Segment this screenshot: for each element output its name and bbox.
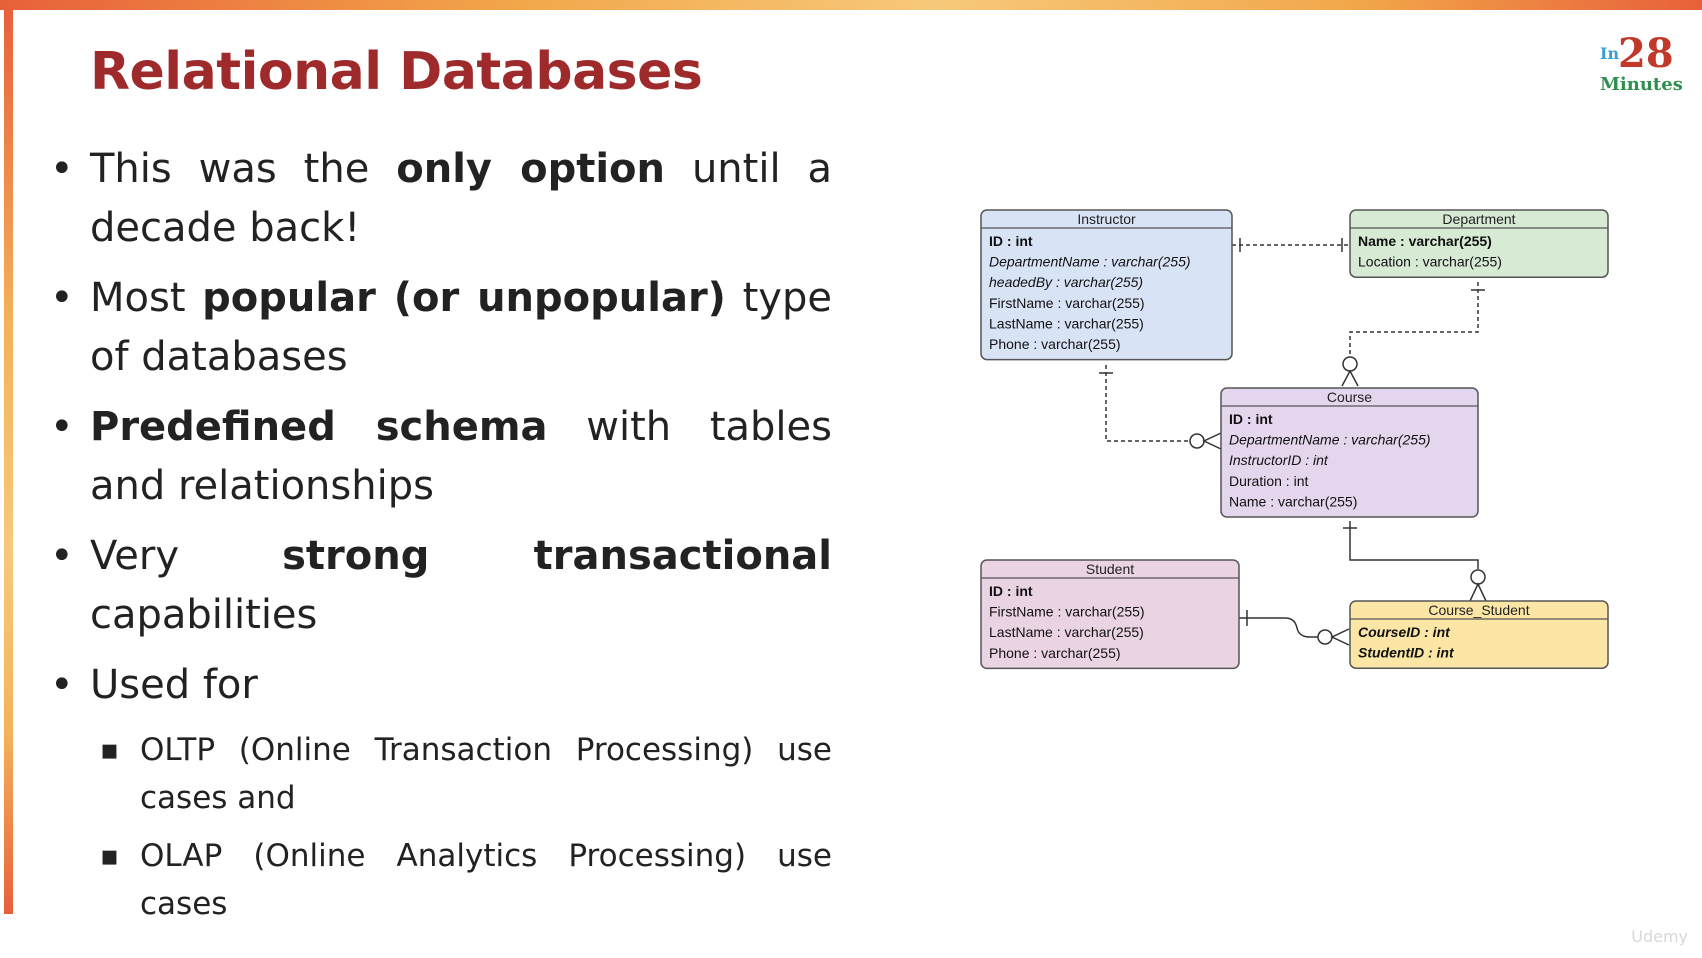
rel-course-coursestudent-crowfoot [1469, 582, 1487, 602]
entity-field: FirstName : varchar(255) [989, 295, 1145, 311]
entity-box [980, 559, 1240, 670]
entity-field: ID : int [989, 233, 1033, 249]
entity-field: LastName : varchar(255) [989, 624, 1144, 640]
entity-box [1349, 600, 1609, 669]
rel-student-coursestudent-crowfoot [1330, 628, 1350, 646]
bullet-bold-text: popular (or unpopular) [202, 275, 726, 321]
entity-field: StudentID : int [1358, 645, 1455, 661]
rel-department-course-line [1349, 282, 1479, 356]
bullet-item: Very strong transactional capabilities [50, 527, 832, 645]
bullet-text: Used for [90, 662, 258, 708]
entity-field: headedBy : varchar(255) [989, 274, 1143, 290]
rel-instructor-course-crowfoot [1202, 432, 1222, 450]
bullet-text: This was the [90, 146, 397, 192]
bullet-text: until a decade back! [90, 146, 832, 251]
bullet-bold-text: Predefined schema [90, 404, 548, 450]
rel-instructor-course-circle [1189, 433, 1205, 449]
entity-department: DepartmentName : varchar(255) Location : … [1349, 209, 1609, 278]
rel-instructor-course-line [1105, 365, 1189, 442]
bullet-bold-text: strong transactional [282, 533, 832, 579]
entity-box [1349, 209, 1609, 278]
logo-in-text: In [1600, 44, 1620, 63]
entity-field: LastName : varchar(255) [989, 315, 1144, 331]
bullet-text: type of databases [90, 275, 832, 380]
top-accent-bar [0, 0, 1702, 10]
rel-student-coursestudent-line [1239, 617, 1318, 638]
bullet-bold-text: only option [396, 146, 666, 192]
bullet-text: Very [90, 533, 283, 579]
entity-title: Instructor [1077, 211, 1136, 227]
entity-title: Department [1442, 211, 1515, 227]
entity-box [980, 209, 1233, 361]
entity-field: InstructorID : int [1229, 452, 1329, 468]
left-accent-bar [4, 8, 13, 914]
rel-course-coursestudent-circle [1470, 569, 1486, 585]
entity-field: FirstName : varchar(255) [989, 604, 1145, 620]
entity-field: Phone : varchar(255) [989, 336, 1121, 352]
entity-title: Student [1086, 561, 1134, 577]
entity-field: CourseID : int [1358, 624, 1451, 640]
bullet-item: This was the only option until a decade … [50, 140, 832, 258]
sub-bullet-item: OLAP (Online Analytics Processing) use c… [90, 832, 832, 928]
entity-box [1220, 387, 1479, 518]
udemy-watermark: Udemy [1631, 927, 1688, 946]
bullet-text: capabilities [90, 592, 318, 638]
entity-field: DepartmentName : varchar(255) [1229, 432, 1431, 448]
bullet-item: Most popular (or unpopular) type of data… [50, 269, 832, 387]
slide-title: Relational Databases [90, 42, 703, 102]
rel-student-coursestudent-circle [1317, 629, 1333, 645]
entity-field: Name : varchar(255) [1358, 233, 1492, 249]
rel-course-coursestudent-line [1349, 521, 1479, 569]
bullet-text: with tables and relationships [90, 404, 832, 509]
entity-field: Location : varchar(255) [1358, 254, 1502, 270]
rel-department-course-circle [1342, 356, 1358, 372]
entity-field: Duration : int [1229, 473, 1308, 489]
entity-field: DepartmentName : varchar(255) [989, 254, 1191, 270]
in28minutes-logo: In 28 Minutes [1594, 30, 1683, 96]
logo-minutes-text: Minutes [1600, 74, 1683, 95]
entity-field: Name : varchar(255) [1229, 493, 1357, 509]
bullet-item: Used for [50, 656, 832, 715]
rel-department-course-crowfoot [1341, 369, 1359, 387]
logo-number-text: 28 [1618, 30, 1674, 77]
entity-title: Course_Student [1428, 602, 1529, 618]
entity-field: ID : int [1229, 411, 1273, 427]
bullet-list: This was the only option until a decade … [50, 140, 832, 938]
entity-field: Phone : varchar(255) [989, 645, 1121, 661]
bullet-text: Most [90, 275, 203, 321]
entity-title: Course [1327, 389, 1372, 405]
entity-field: ID : int [989, 583, 1033, 599]
bullet-item: Predefined schema with tables and relati… [50, 398, 832, 516]
sub-bullet-item: OLTP (Online Transaction Processing) use… [90, 726, 832, 822]
